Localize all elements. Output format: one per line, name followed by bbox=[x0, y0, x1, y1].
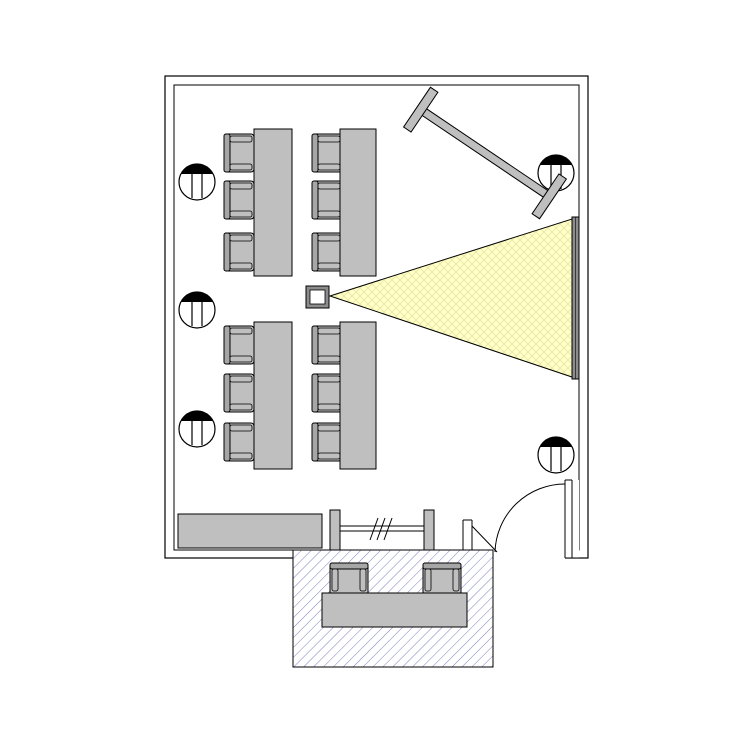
desk-group-top-left bbox=[223, 128, 293, 277]
passthrough-window bbox=[329, 509, 435, 551]
chair-icon bbox=[329, 562, 369, 596]
projector-icon bbox=[305, 285, 330, 309]
booth-desk bbox=[321, 592, 468, 628]
chair-icon bbox=[223, 422, 255, 462]
ceiling-light-icon bbox=[178, 163, 216, 201]
chair-icon bbox=[311, 373, 343, 413]
storage-counter bbox=[177, 513, 323, 549]
ceiling-light-icon bbox=[537, 436, 575, 474]
chair-icon bbox=[311, 180, 343, 220]
chair-icon bbox=[223, 180, 255, 220]
chair-icon bbox=[311, 133, 343, 173]
tilted-bench bbox=[402, 86, 568, 220]
chair-icon bbox=[422, 562, 462, 596]
chair-icon bbox=[223, 133, 255, 173]
chair-icon bbox=[223, 373, 255, 413]
control-booth bbox=[292, 549, 494, 668]
chair-icon bbox=[223, 232, 255, 272]
chair-icon bbox=[311, 232, 343, 272]
projection-screen-icon bbox=[571, 216, 580, 380]
desk-group-bottom-right bbox=[311, 321, 377, 470]
desk-group-bottom-left bbox=[223, 321, 293, 470]
chair-icon bbox=[311, 325, 343, 365]
ceiling-light-icon bbox=[178, 410, 216, 448]
ceiling-light-icon bbox=[178, 291, 216, 329]
desk bbox=[253, 128, 293, 277]
desk-group-top-right bbox=[311, 128, 377, 277]
desk bbox=[339, 321, 377, 470]
chair-icon bbox=[223, 325, 255, 365]
desk bbox=[253, 321, 293, 470]
chair-icon bbox=[311, 422, 343, 462]
desk bbox=[339, 128, 377, 277]
door-icon bbox=[471, 483, 566, 553]
